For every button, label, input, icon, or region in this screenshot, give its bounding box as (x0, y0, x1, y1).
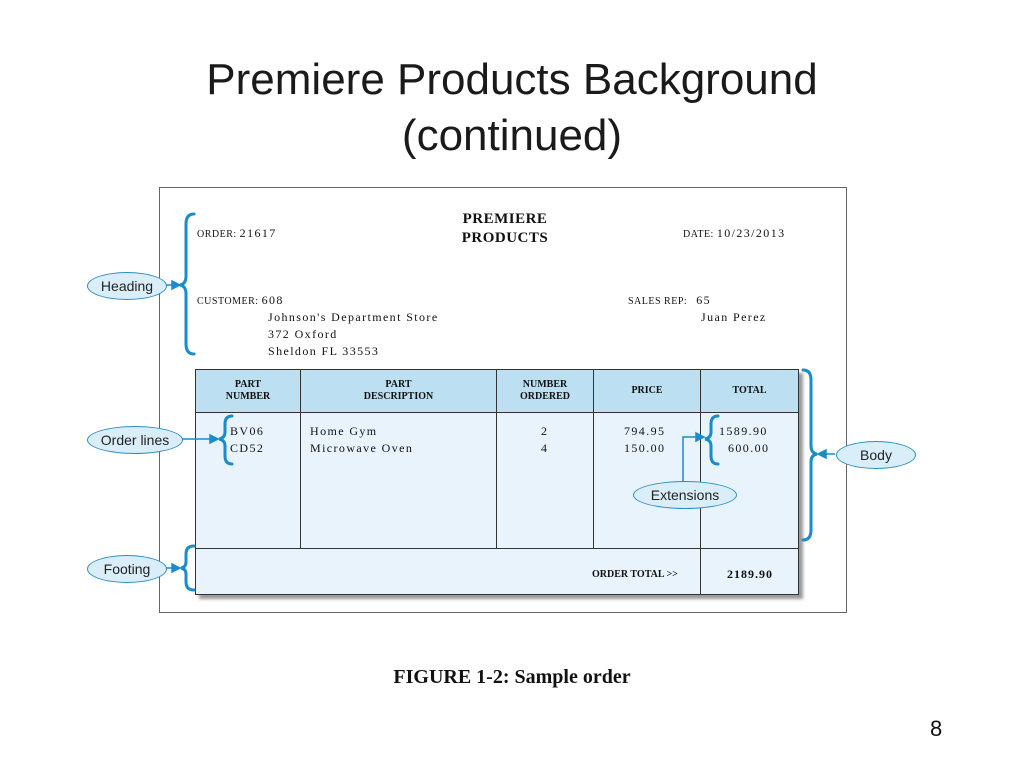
body-callout: Body (836, 441, 916, 469)
figure-caption: FIGURE 1-2: Sample order (393, 666, 631, 688)
order-label: ORDER: 21617 (197, 226, 277, 241)
customer-street: 372 Oxford (268, 327, 338, 341)
footing-divider (196, 548, 798, 549)
header-description-line1: PART (385, 379, 412, 390)
customer-number: 608 (261, 293, 284, 307)
footing-bracket (180, 544, 196, 592)
date-label-text: DATE: (683, 229, 714, 240)
slide-title-line2: (continued) (401, 111, 623, 160)
slide-title: Premiere Products Background (continued) (0, 52, 1024, 164)
date-label: DATE: 10/23/2013 (683, 226, 786, 241)
row2-part: CD52 (230, 441, 265, 455)
header-part-number-line1: PART (234, 379, 262, 390)
row1-ordered: 2 (541, 424, 549, 438)
footing-callout: Footing (87, 555, 167, 583)
header-price: PRICE (631, 385, 663, 396)
company-line1: PREMIERE (462, 211, 548, 227)
page-number: 8 (930, 716, 943, 741)
order-label-text: ORDER: (197, 229, 237, 240)
row1-total: 1589.90 (719, 424, 768, 438)
col-divider (593, 370, 594, 548)
order-total-value: 2189.90 (727, 567, 773, 581)
sales-rep-label: SALES REP: 65 (628, 293, 711, 308)
order-lines-callout: Order lines (87, 426, 183, 454)
extensions-callout: Extensions (633, 481, 737, 509)
heading-callout: Heading (87, 272, 167, 300)
row2-total: 600.00 (728, 441, 770, 455)
customer-city: Sheldon FL 33553 (268, 344, 380, 358)
header-part-number-line2: NUMBER (225, 391, 271, 402)
customer-label: CUSTOMER: 608 (197, 293, 284, 308)
row2-description: Microwave Oven (310, 441, 414, 455)
extensions-bracket (704, 414, 720, 466)
order-number: 21617 (239, 226, 277, 240)
order-total-label: ORDER TOTAL >> (592, 569, 678, 580)
company-line2: PRODUCTS (461, 230, 549, 246)
row1-description: Home Gym (310, 424, 378, 438)
customer-name: Johnson's Department Store (268, 310, 439, 324)
col-divider (300, 370, 301, 548)
row2-ordered: 4 (541, 441, 549, 455)
sales-rep-name: Juan Perez (701, 310, 767, 324)
row1-part: BV06 (230, 424, 265, 438)
company-name: PREMIERE PRODUCTS (415, 210, 595, 248)
body-bracket (801, 368, 818, 542)
table-header-row (196, 370, 798, 413)
slide-title-line1: Premiere Products Background (206, 55, 818, 104)
row2-price: 150.00 (624, 441, 666, 455)
header-ordered-line1: NUMBER (522, 379, 568, 390)
row1-price: 794.95 (624, 424, 666, 438)
order-date: 10/23/2013 (716, 226, 786, 240)
header-total: TOTAL (732, 385, 767, 396)
heading-bracket (179, 212, 196, 356)
order-lines-bracket (218, 414, 234, 466)
sales-rep-number: 65 (696, 293, 711, 307)
sample-order-figure: ORDER: 21617 PREMIERE PRODUCTS DATE: 10/… (159, 187, 847, 613)
header-ordered-line2: ORDERED (519, 391, 570, 402)
header-description-line2: DESCRIPTION (363, 391, 434, 402)
customer-label-text: CUSTOMER: (197, 296, 259, 307)
col-divider (496, 370, 497, 548)
sales-rep-label-text: SALES REP: (628, 296, 688, 307)
